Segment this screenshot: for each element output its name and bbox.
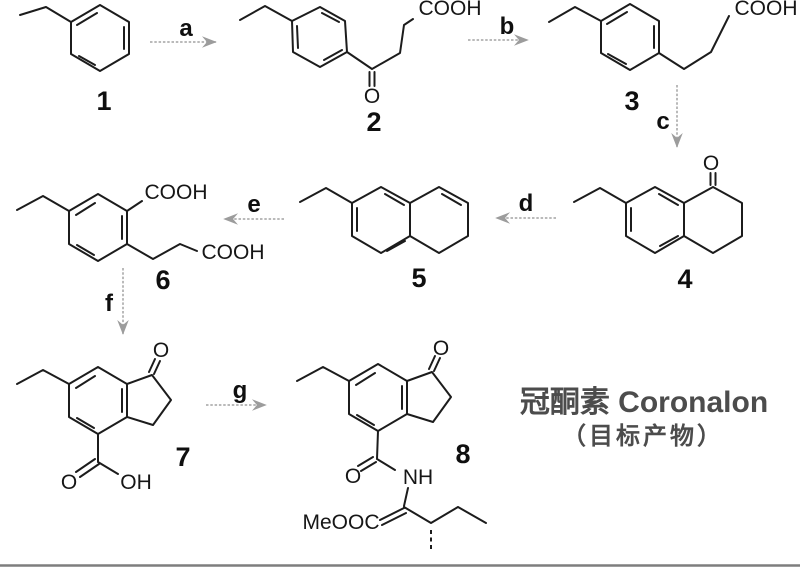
compound-8-meooc-label: MeOOC: [302, 511, 379, 534]
step-c-label: c: [656, 108, 669, 135]
compound-6-cooh-top-label: COOH: [145, 181, 208, 204]
compound-3-cooh-label: COOH: [735, 0, 798, 20]
step-f-label: f: [105, 290, 114, 317]
compound-2-number: 2: [366, 107, 381, 137]
compound-7-oh-label: OH: [120, 471, 152, 494]
compound-5: 5: [299, 186, 469, 293]
product-name-text: 冠酮素 Coronalon: [520, 386, 768, 419]
compound-7-skeleton: [16, 358, 172, 478]
step-a: a: [150, 15, 217, 48]
step-c: c: [656, 85, 683, 148]
compound-8-ketone-o-label: O: [433, 337, 449, 360]
product-annotation: 冠酮素 Coronalon （目标产物）: [520, 386, 768, 450]
compound-1-number: 1: [96, 86, 111, 116]
step-f: f: [105, 268, 129, 335]
compound-6-skeleton: [16, 193, 198, 262]
compound-7: O O OH 7: [16, 339, 191, 494]
compound-4: O 4: [573, 152, 743, 294]
compound-6-cooh-bottom-label: COOH: [202, 241, 265, 264]
compound-8: O O NH MeOOC 8: [296, 337, 487, 551]
compound-3-skeleton: [548, 3, 730, 71]
step-b-label: b: [500, 13, 515, 40]
compound-8-amide-o-label: O: [345, 465, 361, 488]
step-a-label: a: [179, 15, 193, 42]
compound-2-skeleton: [239, 5, 414, 87]
step-e-label: e: [247, 191, 260, 218]
compound-8-skeleton: [296, 355, 487, 526]
compound-1: 1: [19, 4, 130, 116]
step-e: e: [223, 191, 284, 225]
compound-1-skeleton: [19, 4, 130, 72]
step-d-label: d: [519, 190, 534, 217]
step-b: b: [468, 13, 529, 46]
compound-4-skeleton: [573, 172, 743, 254]
compound-8-nh-label: NH: [403, 466, 433, 489]
compound-3: COOH 3: [548, 0, 798, 116]
step-g-label: g: [233, 377, 248, 404]
product-note-text: （目标产物）: [562, 422, 724, 450]
compound-7-acid-o-label: O: [61, 471, 77, 494]
compound-6: COOH COOH 6: [16, 181, 265, 295]
compound-5-skeleton: [299, 186, 469, 254]
compound-8-number: 8: [455, 439, 470, 469]
compound-4-number: 4: [677, 264, 692, 294]
compound-5-number: 5: [411, 263, 426, 293]
step-g: g: [206, 377, 267, 411]
compound-4-ketone-o-label: O: [703, 152, 719, 175]
compound-6-number: 6: [155, 265, 170, 295]
compound-7-ketone-o-label: O: [153, 339, 169, 362]
compound-2-cooh-label: COOH: [419, 0, 482, 20]
compound-2-ketone-o-label: O: [364, 85, 380, 108]
compound-7-number: 7: [175, 442, 190, 472]
compound-2: COOH O 2: [239, 0, 482, 137]
step-d: d: [495, 190, 556, 224]
compound-3-number: 3: [624, 86, 639, 116]
